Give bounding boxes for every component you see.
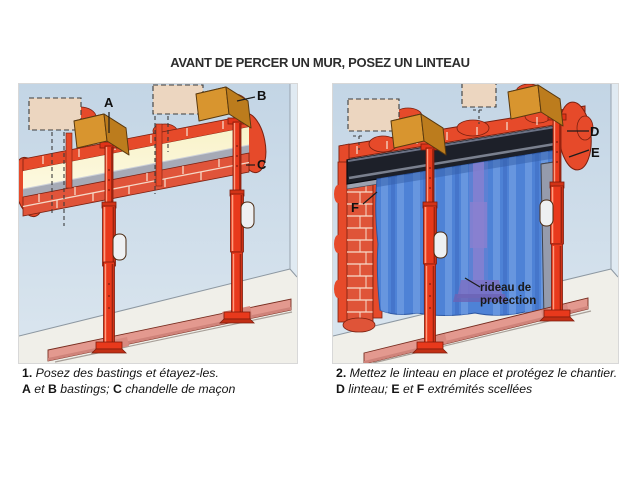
illustration-step1: A B C [18,83,298,364]
prop-handle [240,201,255,229]
dashed-rect [28,97,82,131]
dashed-rect [461,84,497,108]
basting-b [195,86,252,129]
prop-silhouette-behind-curtain [453,154,507,302]
label-d: D [590,124,600,139]
curtain-note: rideau de protection [480,282,537,307]
floor [19,268,297,363]
prop-left [91,141,127,354]
sealed-end-right [558,101,594,171]
prop-handle [433,231,448,259]
basting-left [390,113,447,156]
page-title: AVANT DE PERCER UN MUR, POSEZ UN LINTEAU [170,55,470,70]
dashed-rect [152,84,204,115]
channel-sill [23,145,249,197]
label-a: A [104,95,114,110]
label-pointers [362,130,590,288]
channel-interior [23,127,249,189]
label-f: F [351,200,359,215]
side-wall [290,84,297,277]
prop-right [219,117,255,324]
step1-drawing [19,84,297,363]
illustration-step2: D E F rideau de protection [332,83,619,364]
vertical-cut-mark [155,123,163,187]
basting-a [73,113,130,156]
dashed-opening-marks [28,84,204,226]
vertical-cut-mark [65,132,73,189]
caption-step2: 2. Mettez le linteau en place et protége… [336,366,618,396]
prop-handle [539,199,554,227]
prop-handle [112,233,127,261]
wall-channel [19,92,267,218]
basting-right [507,84,564,127]
label-pointers [108,96,256,166]
label-b: B [257,88,267,103]
step2-drawing [333,84,618,363]
dashed-rect [347,98,400,132]
side-wall [611,84,618,277]
caption-step1: 1. Posez des bastings et étayez-les.A et… [22,366,236,396]
dashed-opening-marks [347,84,497,150]
label-c: C [257,157,267,172]
label-e: E [591,145,600,160]
